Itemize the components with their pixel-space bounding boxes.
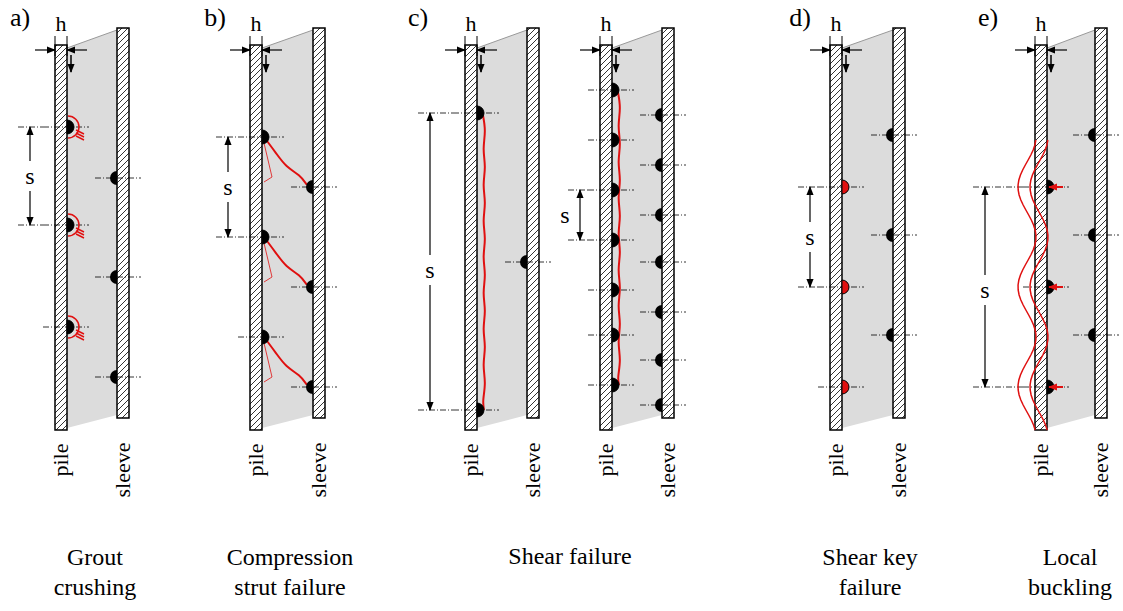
shear-key [612,83,619,97]
dimension-label: h [831,10,842,38]
dimension-label: h [1036,10,1047,38]
shear-key [612,283,619,297]
dimension-label: h [601,10,612,38]
shear-key [110,270,117,284]
grouted-connection [798,28,917,430]
shear-key [612,328,619,342]
sleeve-wall [527,28,539,418]
shear-key [612,233,619,247]
grout-fill [477,30,527,428]
part-label: pile [1027,444,1055,477]
sleeve-wall [117,28,129,418]
part-label: sleeve [519,443,547,498]
pile-wall [830,45,842,430]
pile-wall [465,45,477,430]
caption: Local buckling [1010,542,1123,602]
part-label: sleeve [305,443,333,498]
sleeve-wall [1095,28,1107,418]
caption: Shear key failure [805,542,935,602]
panel-letter: e) [978,2,998,35]
sleeve-wall [313,28,325,418]
caption: Compression strut failure [210,542,370,602]
sleeve-wall [662,28,674,418]
shear-key [306,280,313,294]
dimension-label: s [802,222,817,252]
grout-fill [1047,30,1095,428]
part-label: pile [822,444,850,477]
dimension-label: s [557,200,572,230]
shear-key [655,208,662,222]
grout-fill [67,30,117,428]
shear-key [655,108,662,122]
pile-wall [1035,45,1047,430]
grouted-connection [568,28,686,430]
shear-key [1088,328,1095,342]
part-label: pile [457,444,485,477]
dimension-label: h [251,10,262,38]
shear-key [306,180,313,194]
shear-key [612,378,619,392]
shear-key [1088,228,1095,242]
shear-key [1088,128,1095,142]
shear-key [262,130,269,144]
part-label: pile [242,444,270,477]
grouted-connection [418,28,551,430]
caption: Shear failure [470,541,670,571]
part-label: sleeve [109,443,137,498]
shear-key [655,158,662,172]
dimension-label: s [977,275,992,305]
part-label: sleeve [885,443,913,498]
shear-key [655,255,662,269]
shear-key [67,218,74,232]
shear-key [67,120,74,134]
caption: Grout crushing [30,542,160,602]
pile-wall [55,45,67,430]
shear-key [477,403,484,417]
shear-key [520,255,527,269]
shear-key [886,328,893,342]
grouted-connection [216,28,337,430]
grouted-connection [18,28,141,430]
shear-key [655,305,662,319]
shear-key [262,330,269,344]
dimension-label: h [466,10,477,38]
dimension-label: s [220,172,235,202]
shear-key [67,320,74,334]
shear-key [655,353,662,367]
shear-key [842,180,849,194]
grout-fill [262,30,313,428]
shear-key [612,183,619,197]
shear-key [110,370,117,384]
shear-key [306,380,313,394]
grouted-connection [973,28,1119,430]
shear-key [655,398,662,412]
shear-key [110,171,117,185]
shear-key [886,128,893,142]
part-label: pile [592,444,620,477]
grout-fill [612,30,662,428]
sleeve-wall [893,28,905,418]
shear-key [886,228,893,242]
dimension-label: s [422,255,437,285]
dimension-label: h [56,10,67,38]
dimension-label: s [22,161,37,191]
panel-letter: a) [10,2,30,35]
pile-wall [250,45,262,430]
panel-letter: c) [408,2,428,35]
shear-key [842,380,849,394]
panel-letter: d) [789,2,811,35]
shear-key [842,280,849,294]
part-label: sleeve [1087,443,1115,498]
pile-wall [600,45,612,430]
shear-key [477,106,484,120]
panel-letter: b) [204,2,226,35]
shear-key [262,230,269,244]
grout-fill [842,30,893,428]
shear-key [612,133,619,147]
part-label: sleeve [654,443,682,498]
part-label: pile [47,444,75,477]
